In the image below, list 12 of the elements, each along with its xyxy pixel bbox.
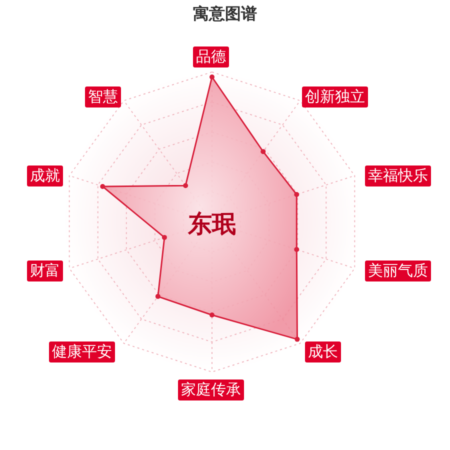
axis-label: 智慧 <box>85 86 121 108</box>
chart-title: 寓意图谱 <box>192 4 258 25</box>
axis-label: 成长 <box>305 342 341 362</box>
axis-label: 品德 <box>193 46 229 68</box>
axis-label: 美丽气质 <box>365 260 431 282</box>
axis-label: 家庭传承 <box>178 380 244 400</box>
axis-label: 健康平安 <box>49 342 115 362</box>
axis-label: 成就 <box>27 166 63 186</box>
name-label: 东珉 <box>188 209 236 240</box>
axis-label: 财富 <box>27 260 63 282</box>
axis-label: 幸福快乐 <box>365 166 431 186</box>
axis-label: 创新独立 <box>302 86 368 108</box>
